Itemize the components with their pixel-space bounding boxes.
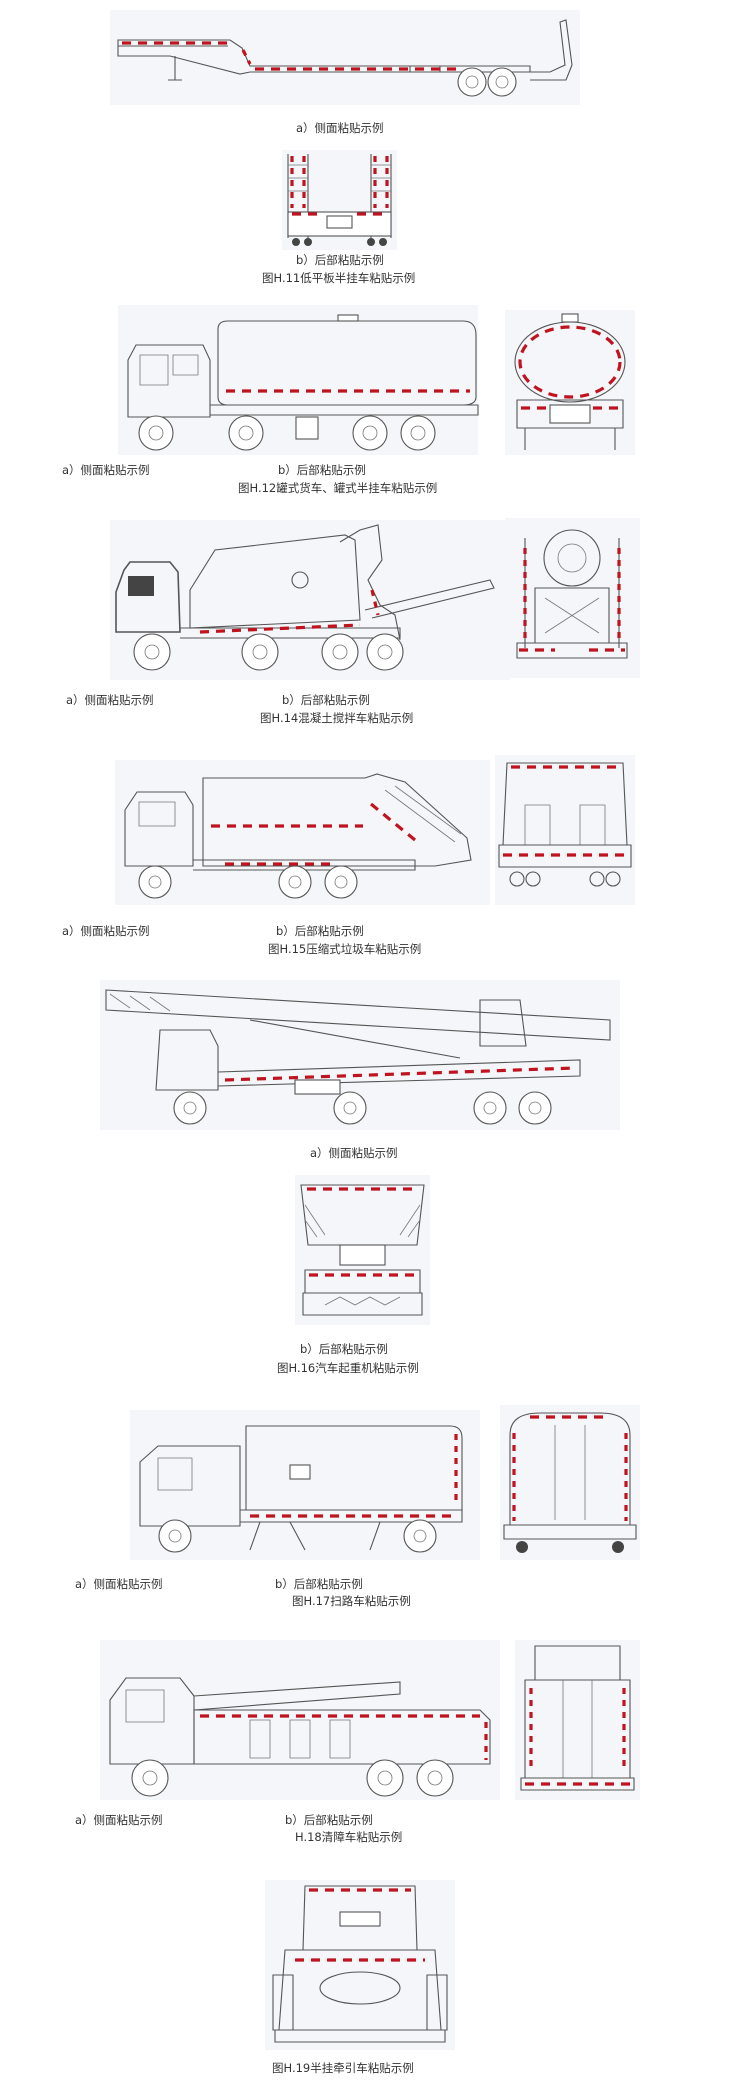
h12-rear-label: b）后部粘贴示例 (278, 463, 366, 477)
h15-rear-label: b）后部粘贴示例 (276, 924, 364, 938)
h16-rear-label: b）后部粘贴示例 (300, 1342, 388, 1356)
h16-caption: 图H.16汽车起重机粘贴示例 (277, 1361, 419, 1375)
h17-rear-drawing (500, 1405, 640, 1560)
h18-side-drawing (100, 1640, 500, 1800)
h16-side-label: a）侧面粘贴示例 (310, 1146, 398, 1160)
h11-side-label: a）侧面粘贴示例 (296, 121, 384, 135)
h19-rear-drawing (265, 1880, 455, 2050)
h11-side-drawing (110, 10, 580, 105)
h14-caption: 图H.14混凝土搅拌车粘贴示例 (260, 711, 414, 725)
h16-rear-drawing (295, 1175, 430, 1325)
h15-side-label: a）侧面粘贴示例 (62, 924, 150, 938)
h12-caption: 图H.12罐式货车、罐式半挂车粘贴示例 (238, 481, 438, 495)
h15-side-drawing (115, 760, 490, 905)
h18-caption: H.18清障车粘贴示例 (295, 1830, 403, 1844)
h19-caption: 图H.19半挂牵引车粘贴示例 (272, 2061, 414, 2075)
h15-rear-drawing (495, 755, 635, 905)
h18-rear-label: b）后部粘贴示例 (285, 1813, 373, 1827)
h11-caption: 图H.11低平板半挂车粘贴示例 (262, 271, 416, 285)
h17-side-label: a）侧面粘贴示例 (75, 1577, 163, 1591)
h14-rear-label: b）后部粘贴示例 (282, 693, 370, 707)
h12-rear-drawing (505, 310, 635, 455)
h11-rear-label: b）后部粘贴示例 (296, 253, 384, 267)
h14-rear-drawing (505, 518, 640, 678)
h17-caption: 图H.17扫路车粘贴示例 (292, 1594, 411, 1608)
h14-side-label: a）侧面粘贴示例 (66, 693, 154, 707)
h17-rear-label: b）后部粘贴示例 (275, 1577, 363, 1591)
h11-rear-drawing (282, 150, 397, 250)
h12-side-drawing (118, 305, 479, 455)
h18-rear-drawing (515, 1640, 640, 1800)
h14-side-drawing (110, 520, 510, 680)
h12-side-label: a）侧面粘贴示例 (62, 463, 150, 477)
h15-caption: 图H.15压缩式垃圾车粘贴示例 (268, 942, 422, 956)
h18-side-label: a）侧面粘贴示例 (75, 1813, 163, 1827)
h17-side-drawing (130, 1410, 480, 1560)
h16-side-drawing (100, 980, 620, 1130)
